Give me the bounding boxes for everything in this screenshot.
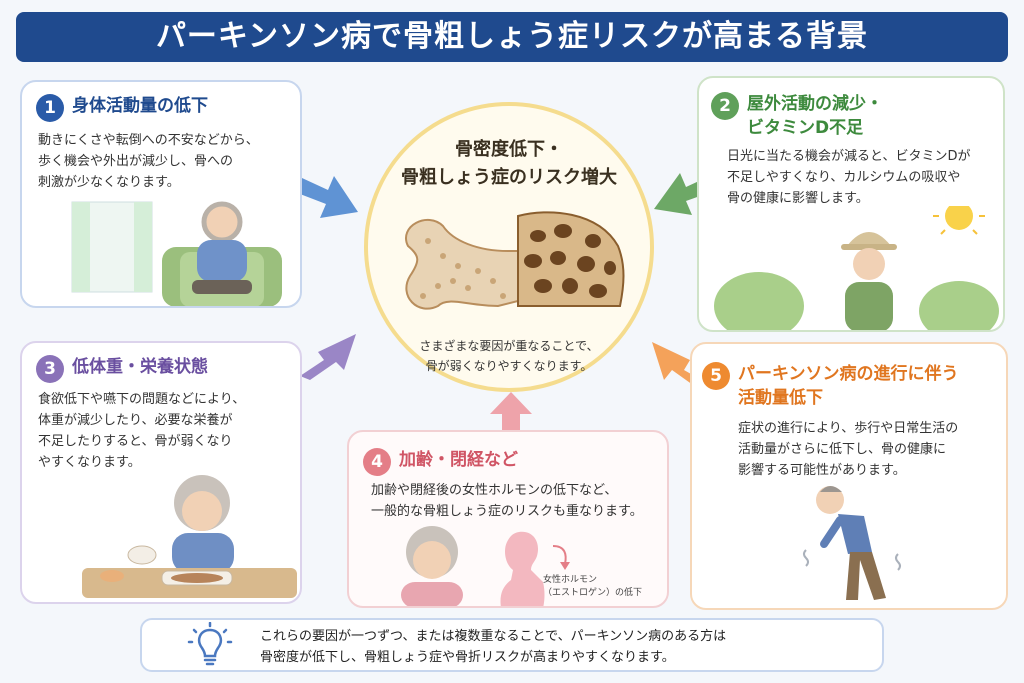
factor-description: 動きにくさや転倒への不安などから、 歩く機会や外出が減少し、骨への 刺激が少なく… — [38, 133, 259, 190]
factor-number: 1 — [36, 94, 64, 122]
factor-title: パーキンソン病の進行に伴う 活動量低下 — [738, 364, 959, 408]
center-result-circle: 骨密度低下・ 骨粗しょう症のリスク増大 さまざまな要因が重なることで、 骨が弱く… — [364, 102, 654, 392]
factor-card-vitamin-d: 2 屋外活動の減少・ ビタミンD不足 日光に当たる機会が減ると、ビタミンDが 不… — [697, 76, 1005, 332]
center-description: さまざまな要因が重なることで、 骨が弱くなりやすくなります。 — [419, 339, 599, 373]
factor-description: 日光に当たる機会が減ると、ビタミンDが 不足しやすくなり、カルシウムの吸収や 骨… — [727, 149, 971, 206]
page-title: パーキンソン病で骨粗しょう症リスクが高まる背景 — [16, 12, 1008, 62]
factor-description: 加齢や閉経後の女性ホルモンの低下など、 一般的な骨粗しょう症のリスクも重なります… — [371, 483, 643, 519]
arrow-up-icon — [490, 392, 532, 434]
factor-title: 加齢・閉経など — [399, 450, 518, 470]
factor-card-nutrition: 3 低体重・栄養状態 食欲低下や嚥下の問題などにより、 体重が減少したり、必要な… — [20, 341, 302, 604]
hormone-label: 女性ホルモン （エストロゲン）の低下 — [543, 575, 643, 598]
factor-title: 屋外活動の減少・ ビタミンD不足 — [747, 94, 883, 138]
factor-number: 3 — [36, 355, 64, 383]
factor-card-progression: 5 パーキンソン病の進行に伴う 活動量低下 症状の進行により、歩行や日常生活の … — [690, 342, 1008, 610]
center-title: 骨密度低下・ 骨粗しょう症のリスク増大 — [401, 139, 617, 188]
lightbulb-icon — [187, 622, 233, 666]
factor-description: 症状の進行により、歩行や日常生活の 活動量がさらに低下し、骨の健康に 影響する可… — [738, 421, 959, 478]
woman-silhouette-icon — [500, 531, 545, 606]
factor-number: 5 — [702, 362, 730, 390]
arrow-right-icon — [300, 176, 358, 218]
factor-title: 身体活動量の低下 — [72, 96, 208, 116]
factor-number: 4 — [363, 448, 391, 476]
elderly-man-outdoors-illustration — [714, 206, 999, 330]
summary-box: これらの要因が一つずつ、または複数重なることで、パーキンソン病のある方は 骨密度… — [140, 618, 884, 672]
arrow-up-right-icon — [300, 334, 356, 380]
factor-description: 食欲低下や嚥下の問題などにより、 体重が減少したり、必要な栄養が 不足したりする… — [38, 392, 246, 470]
factor-card-activity: 1 身体活動量の低下 動きにくさや転倒への不安などから、 歩く機会や外出が減少し… — [20, 80, 302, 308]
elderly-woman-meal-illustration — [82, 475, 297, 598]
factor-title: 低体重・栄養状態 — [72, 357, 208, 377]
elderly-man-walking-illustration — [803, 486, 901, 600]
elderly-woman-illustration — [401, 526, 463, 606]
bone-cross-section-illustration — [405, 211, 625, 310]
down-arrow-icon — [552, 545, 570, 570]
factor-number: 2 — [711, 92, 739, 120]
factor-card-aging: 4 加齢・閉経など 加齢や閉経後の女性ホルモンの低下など、 一般的な骨粗しょう症… — [347, 430, 669, 608]
elderly-man-chair-illustration — [71, 201, 282, 306]
summary-text: これらの要因が一つずつ、または複数重なることで、パーキンソン病のある方は 骨密度… — [260, 629, 727, 665]
